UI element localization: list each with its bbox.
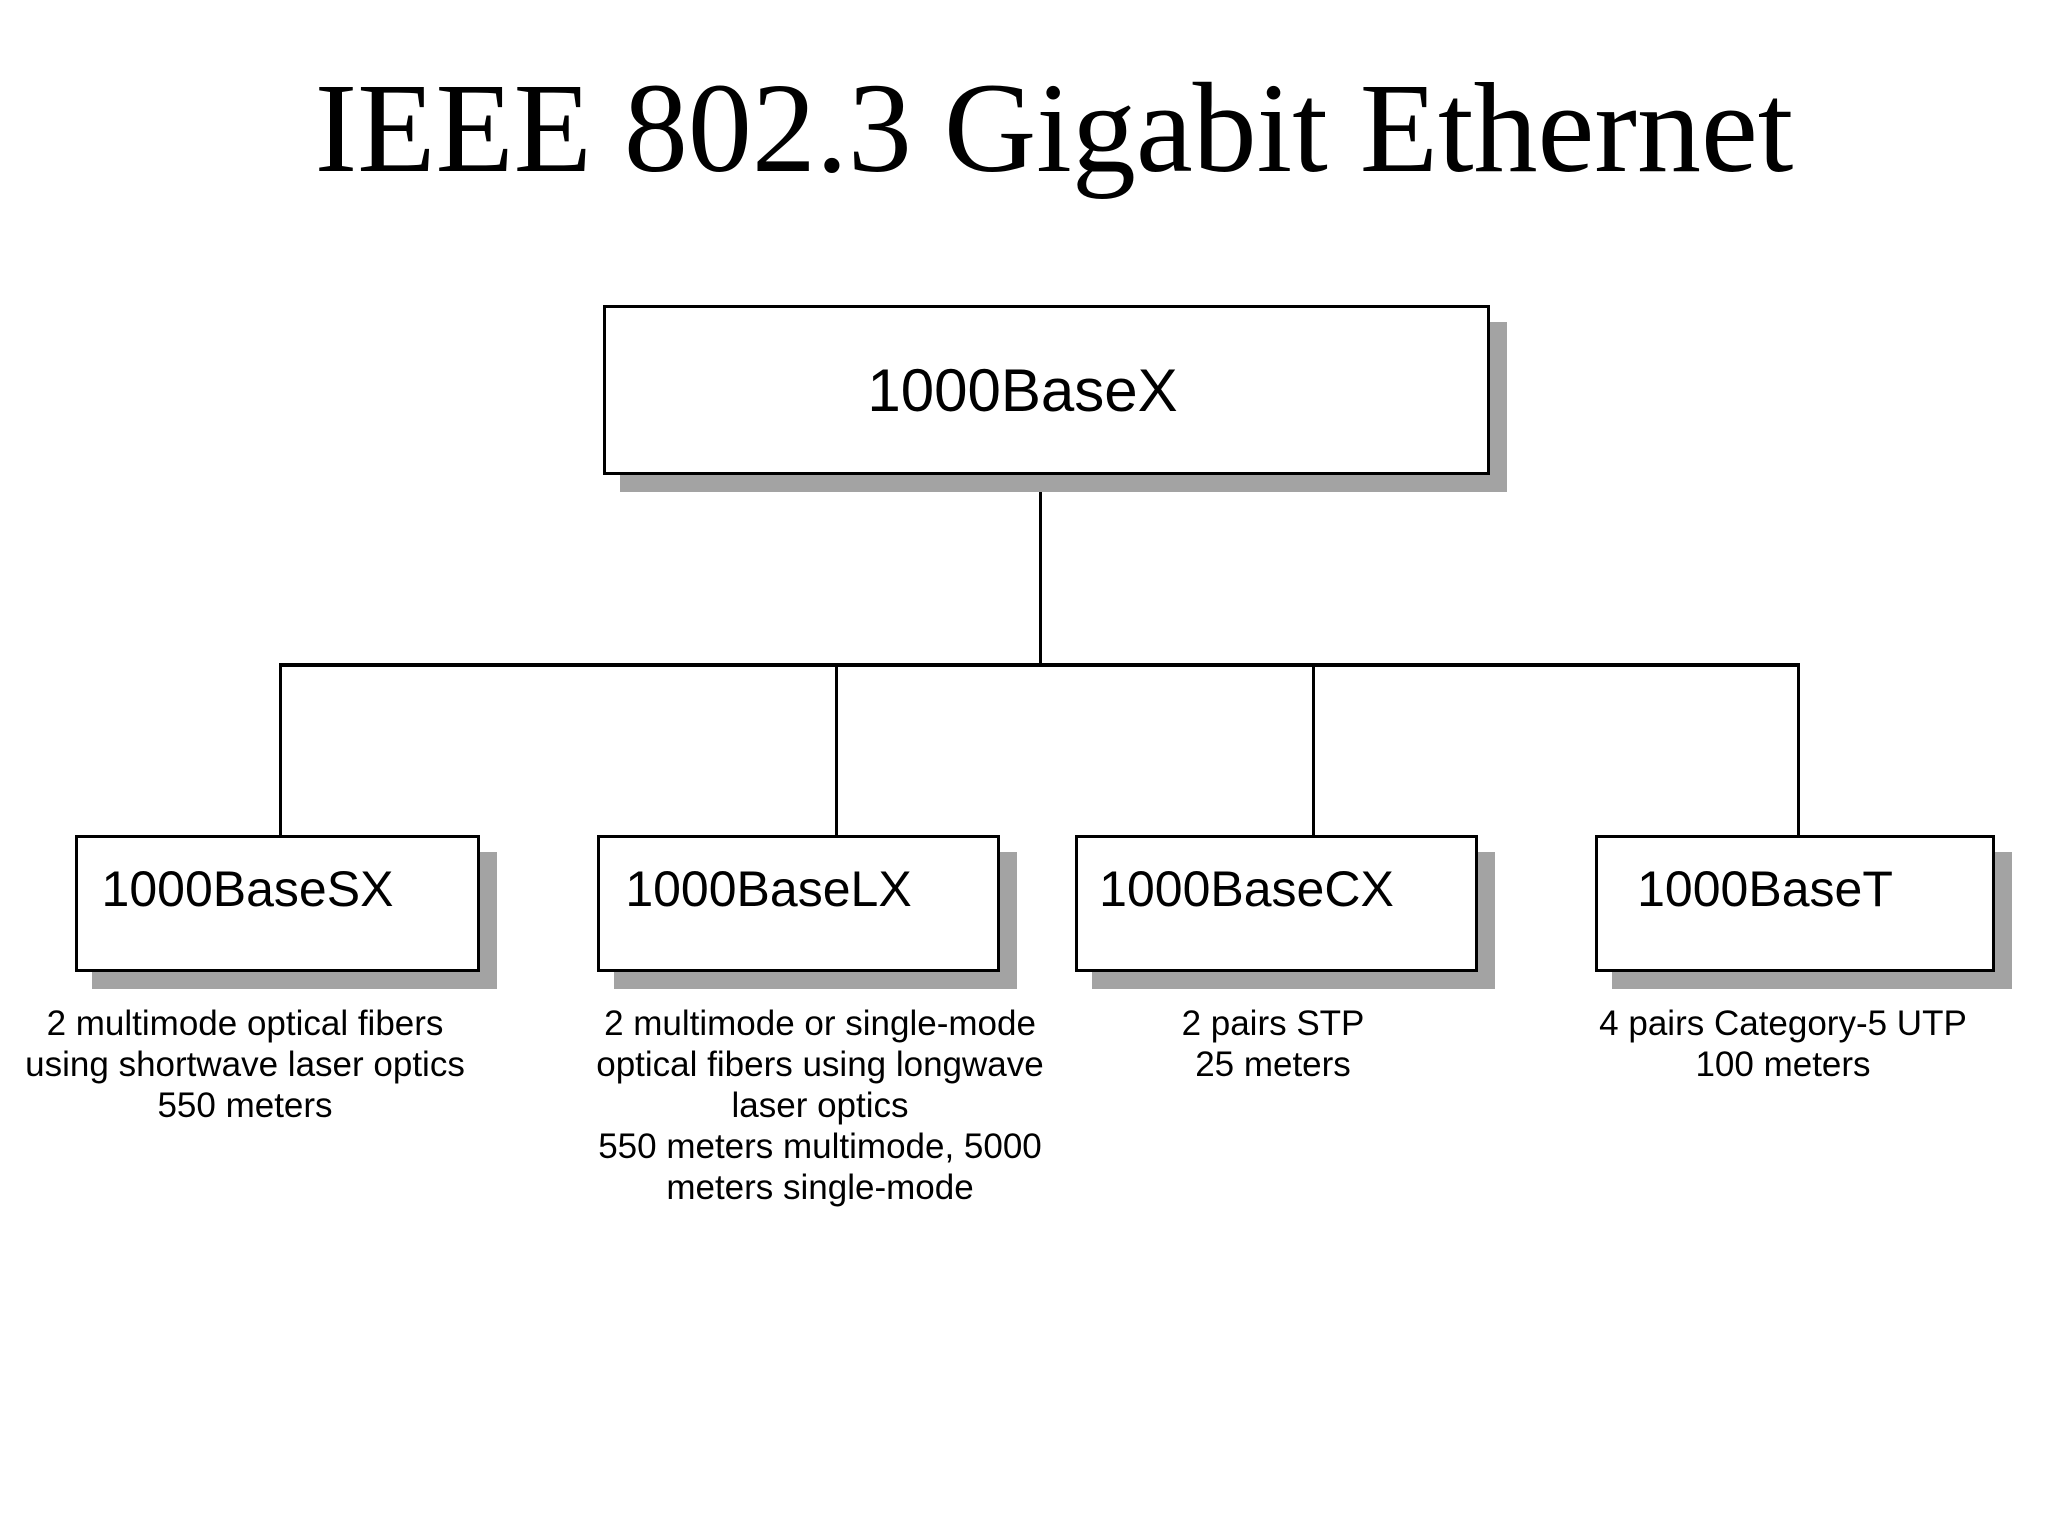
node-1000baselx-label: 1000BaseLX <box>625 861 912 917</box>
node-1000basex-label: 1000BaseX <box>867 356 1178 424</box>
connector-drop-1000basesx <box>279 665 282 837</box>
description-1000basesx: 2 multimode optical fibers using shortwa… <box>25 1004 465 1125</box>
connector-drop-1000baset <box>1797 665 1800 837</box>
node-1000baset: 1000BaseT <box>1595 835 1995 972</box>
description-1000basecx: 2 pairs STP 25 meters <box>1181 1004 1365 1084</box>
connector-drop-1000baselx <box>835 665 838 837</box>
node-1000basesx: 1000BaseSX <box>75 835 480 972</box>
connector-root-stem <box>1039 476 1042 666</box>
node-1000basecx-label: 1000BaseCX <box>1099 861 1394 917</box>
node-1000baset-label: 1000BaseT <box>1637 861 1893 917</box>
node-1000basex: 1000BaseX <box>603 305 1490 475</box>
node-1000basesx-label: 1000BaseSX <box>101 861 394 917</box>
node-1000basecx: 1000BaseCX <box>1075 835 1478 972</box>
connector-horizontal <box>279 663 1800 667</box>
node-1000baselx: 1000BaseLX <box>597 835 1000 972</box>
connector-drop-1000basecx <box>1312 665 1315 837</box>
slide-title: IEEE 802.3 Gigabit Ethernet <box>314 57 1794 199</box>
description-1000baset: 4 pairs Category-5 UTP 100 meters <box>1599 1004 1967 1084</box>
description-1000baselx: 2 multimode or single-mode optical fiber… <box>596 1004 1044 1207</box>
